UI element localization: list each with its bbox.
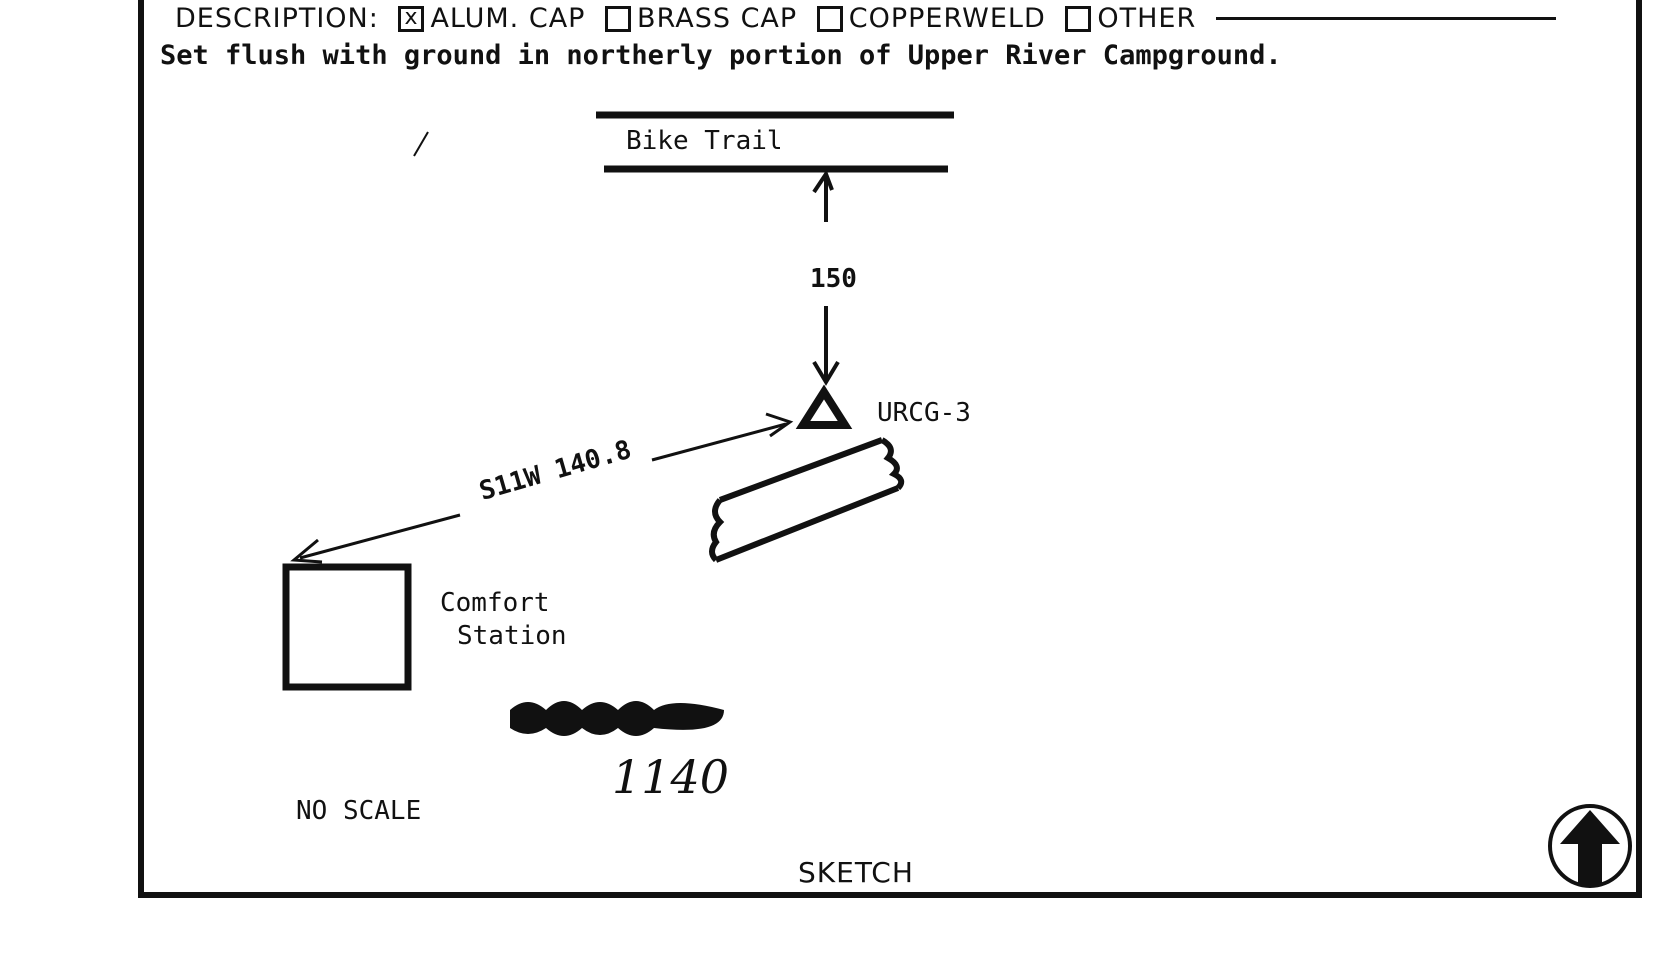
- comfort-station-label-line2: Station: [457, 621, 567, 651]
- triangle-benchmark-icon: [795, 384, 853, 429]
- brass-cap-checkbox[interactable]: [605, 5, 632, 32]
- alum-cap-checkbox[interactable]: x: [398, 5, 425, 32]
- handwritten-number: 1140: [612, 750, 730, 804]
- stray-mark: [413, 131, 429, 157]
- station-id-label: URCG-3: [877, 398, 971, 428]
- sketch-frame: [138, 0, 1642, 898]
- description-label: DESCRIPTION:: [175, 3, 379, 34]
- sketch-title: SKETCH: [798, 856, 914, 889]
- description-text: Set flush with ground in northerly porti…: [160, 40, 1282, 71]
- other-checkbox[interactable]: [1065, 5, 1092, 32]
- comfort-station-building: [282, 563, 412, 691]
- other-label: OTHER: [1097, 3, 1197, 34]
- other-blank-line[interactable]: [1215, 17, 1556, 20]
- scribbled-out-number: [510, 701, 724, 736]
- bearing-line-upper: [651, 422, 787, 462]
- bike-trail-label: Bike Trail: [626, 126, 783, 156]
- brass-cap-label: BRASS CAP: [637, 3, 798, 34]
- comfort-station-label-line1: Comfort: [440, 588, 550, 618]
- scale-note: NO SCALE: [296, 796, 422, 826]
- copperweld-checkbox[interactable]: [816, 5, 843, 32]
- bearing-line-lower: [299, 513, 461, 560]
- alum-cap-label: ALUM. CAP: [430, 3, 586, 34]
- distance-north-label: 150: [810, 264, 857, 294]
- copperweld-label: COPPERWELD: [848, 3, 1046, 34]
